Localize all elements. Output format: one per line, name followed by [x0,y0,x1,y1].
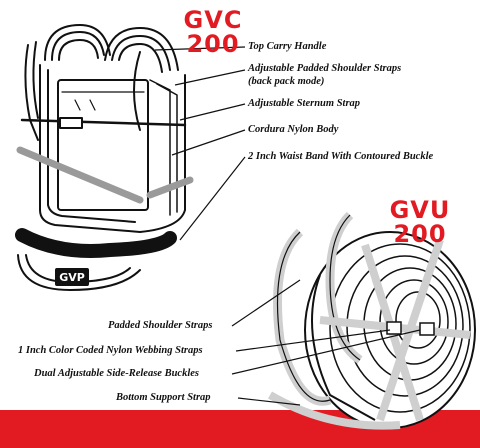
label-back-pack-mode: (back pack mode) [248,76,325,87]
bottom-product-title: GVU 200 [372,198,468,246]
top-product-number: 200 [186,30,240,58]
label-cordura-body: Cordura Nylon Body [248,124,339,135]
label-shoulder-straps: Adjustable Padded Shoulder Straps [248,63,402,74]
label-sternum-strap: Adjustable Sternum Strap [248,98,361,109]
bottom-product-name: GVU [389,196,451,224]
label-top-carry-handle: Top Carry Handle [248,41,327,52]
label-webbing-straps: 1 Inch Color Coded Nylon Webbing Straps [18,345,203,356]
label-bottom-support-strap: Bottom Support Strap [116,392,211,403]
label-side-release-buckles: Dual Adjustable Side-Release Buckles [34,368,199,379]
top-product-title: GVC 200 [168,8,258,56]
label-waist-band: 2 Inch Waist Band With Contoured Buckle [248,151,434,162]
bottom-product-number: 200 [393,220,447,248]
top-product-name: GVC [183,6,243,34]
label-padded-shoulder-straps: Padded Shoulder Straps [108,320,213,331]
gvp-logo: GVP [59,271,85,284]
